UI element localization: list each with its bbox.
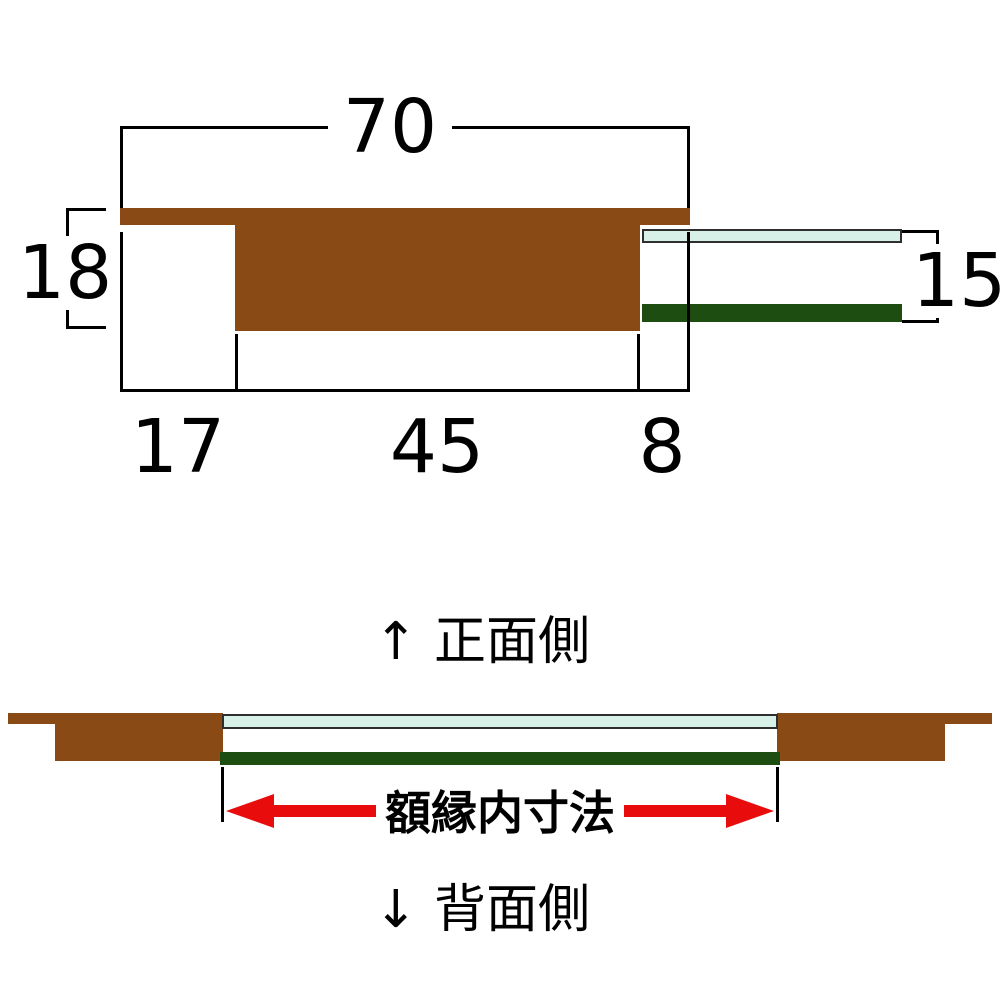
inner-width-arrow-left-head xyxy=(226,794,274,828)
dim-15-tick-bottom xyxy=(902,320,939,323)
dim-bottom-line xyxy=(120,389,690,392)
dim-70-label: 70 xyxy=(328,90,452,164)
dim-bottom-ext-mid-right xyxy=(637,334,640,392)
dim-bottom-ext-far-left xyxy=(120,232,123,392)
bottom-left-body xyxy=(55,713,223,761)
dim-18-tick-top xyxy=(66,208,106,211)
backing-board xyxy=(642,304,902,322)
dim-15-tick-top xyxy=(902,230,939,233)
dim-8-label: 8 xyxy=(617,410,707,484)
dim-45-label: 45 xyxy=(387,410,487,484)
inner-width-arrow-right-bar xyxy=(624,805,728,817)
dim-70-ext-left xyxy=(120,126,123,208)
bottom-right-body xyxy=(777,713,945,761)
back-side-label: ↓ 背面側 xyxy=(373,880,591,940)
inner-width-arrow-left-bar xyxy=(272,805,376,817)
dim-bottom-ext-mid-left xyxy=(235,334,238,392)
glass-panel xyxy=(642,229,902,243)
inner-width-arrow-right-head xyxy=(726,794,774,828)
bottom-glass-panel xyxy=(222,714,778,729)
moulding-body xyxy=(235,225,640,331)
dim-18-label: 18 xyxy=(18,230,113,316)
dim-18-tick-bottom xyxy=(66,326,106,329)
dim-70-ext-right xyxy=(687,126,690,208)
inner-width-ext-left xyxy=(221,767,224,822)
front-side-label: ↑ 正面側 xyxy=(373,612,591,672)
inner-width-label: 額縁内寸法 xyxy=(380,788,620,839)
bottom-backing-board xyxy=(220,752,780,765)
dim-15-label: 15 xyxy=(912,238,1000,324)
inner-width-ext-right xyxy=(776,767,779,822)
dim-bottom-ext-far-right xyxy=(687,232,690,392)
moulding-top-lip xyxy=(120,208,690,225)
dim-17-label: 17 xyxy=(128,410,228,484)
